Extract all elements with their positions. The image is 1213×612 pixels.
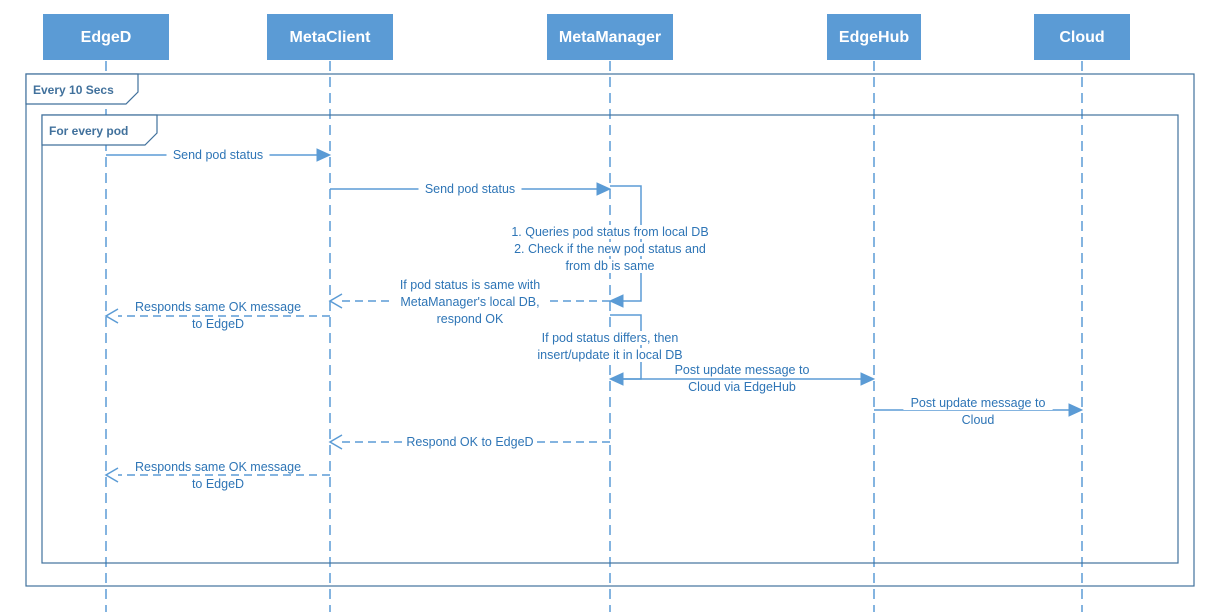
m6-label-line: If pod status differs, then <box>542 331 679 345</box>
m6-label-bg <box>515 348 705 362</box>
m6-activation <box>610 314 642 380</box>
m7-label-line: Post update message to <box>675 363 810 377</box>
metaclient-participant-box <box>267 14 393 60</box>
m4-label-bg <box>382 278 558 292</box>
m7-label-line: Cloud via EdgeHub <box>688 380 796 394</box>
m1-label: Send pod status <box>166 148 270 162</box>
m3-label-line: from db is same <box>566 259 655 273</box>
m3-label-bg <box>492 225 728 239</box>
m7-label-bg <box>683 380 801 394</box>
m3-label-line: 1. Queries pod status from local DB <box>511 225 708 239</box>
frame-for-every-pod-tab <box>41 114 158 146</box>
m10-label: Responds same OK message to EdgeD <box>135 460 301 491</box>
m4-label-bg <box>435 312 505 326</box>
m6-label: If pod status differs, then insert/update… <box>515 331 705 362</box>
m7-label-bg <box>667 363 817 377</box>
m10-arrow-head <box>104 467 119 483</box>
m3-arrow-head <box>608 294 624 308</box>
metamanager-participant-box <box>547 14 673 60</box>
m8-label-line: Post update message to <box>911 396 1046 410</box>
frame-for-every-pod <box>41 114 1179 564</box>
frame-every-10-secs-tab <box>25 73 139 105</box>
m3-label: 1. Queries pod status from local DB 2. Ch… <box>492 225 728 273</box>
m9-label: Respond OK to EdgeD <box>405 435 535 449</box>
m1-arrow-head <box>316 148 332 162</box>
m7-arrow-head <box>860 372 876 386</box>
m3-label-line: 2. Check if the new pod status and <box>514 242 706 256</box>
edged-participant-box <box>43 14 169 60</box>
m4-label: If pod status is same withMetaManager's … <box>382 278 558 326</box>
m4-label-line: respond OK <box>437 312 504 326</box>
frame-every-10-secs <box>25 73 1195 587</box>
edgehub-participant-box <box>827 14 921 60</box>
m5-label-line: to EdgeD <box>192 317 244 331</box>
m5-arrow-head <box>104 308 119 324</box>
m4-label-bg <box>392 295 548 309</box>
m8-arrow-head <box>1068 403 1084 417</box>
m10-label-bg <box>136 460 300 474</box>
m5-label-bg <box>189 317 247 331</box>
m4-label-line: If pod status is same with <box>400 278 540 292</box>
edged-participant-label: EdgeD <box>81 29 132 46</box>
m8-label-bg <box>903 396 1053 410</box>
m5-label-bg <box>136 300 300 314</box>
m1-label-line: Send pod status <box>173 148 263 162</box>
m5-label: Responds same OK message to EdgeD <box>135 300 301 331</box>
cloud-participant-label: Cloud <box>1059 29 1104 46</box>
m6-arrow-head <box>608 372 624 386</box>
m9-label-line: Respond OK to EdgeD <box>406 435 533 449</box>
frames: Every 10 Secs For every pod <box>25 73 1195 587</box>
m10-label-line: to EdgeD <box>192 477 244 491</box>
m2-arrow-head <box>596 182 612 196</box>
m4-arrow-head <box>328 293 343 309</box>
m4-label-line: MetaManager's local DB, <box>400 295 539 309</box>
m1-label-bg <box>166 148 270 162</box>
m8-label-line: Cloud <box>962 413 995 427</box>
frame-every-10-secs-label: Every 10 Secs <box>33 83 114 97</box>
m6-label-bg <box>518 331 702 345</box>
edgehub-participant-label: EdgeHub <box>839 29 909 46</box>
m9-arrow-head <box>328 434 343 450</box>
m2-label: Send pod status <box>418 182 522 196</box>
m3-label-bg <box>558 259 662 273</box>
m3-label-bg <box>495 242 725 256</box>
m9-label-bg <box>405 435 535 449</box>
cloud-participant-box <box>1034 14 1130 60</box>
m8-label: Post update message to Cloud <box>903 396 1053 427</box>
m5-label-line: Responds same OK message <box>135 300 301 314</box>
m10-label-bg <box>189 477 247 491</box>
m2-label-bg <box>418 182 522 196</box>
frame-for-every-pod-label: For every pod <box>49 124 128 138</box>
m8-label-bg <box>959 413 997 427</box>
metaclient-participant-label: MetaClient <box>290 29 372 46</box>
metamanager-participant-label: MetaManager <box>559 29 661 46</box>
m2-label-line: Send pod status <box>425 182 515 196</box>
participants: EdgeD MetaClient MetaManager EdgeHub Cloud <box>43 14 1130 60</box>
m6-label-line: insert/update it in local DB <box>537 348 682 362</box>
m7-label: Post update message to Cloud via EdgeHub <box>667 363 817 394</box>
m10-label-line: Responds same OK message <box>135 460 301 474</box>
